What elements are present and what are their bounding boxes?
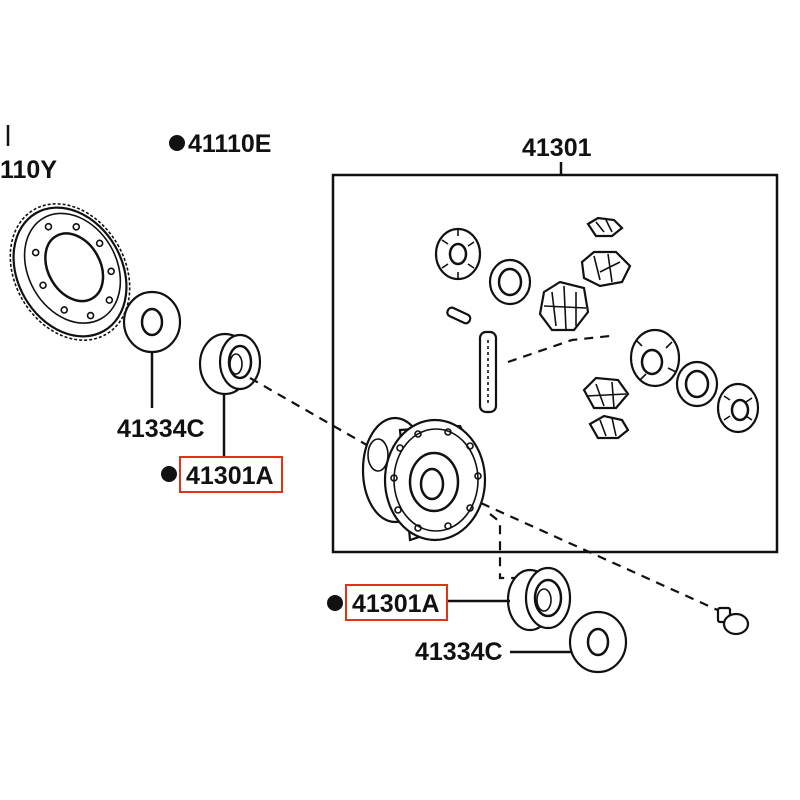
side-gear-right-drawing [629,328,681,388]
right-assembly-dashed-line [451,488,723,614]
lower-assembly-dashed-line [489,513,518,580]
bolt-drawing [716,606,750,636]
side-gear-upper-left-drawing [434,227,482,281]
ring-gear-marker-dot [169,135,185,151]
ring-gear-part-label[interactable]: 41110E [188,130,271,158]
left-assembly-dashed-line [249,377,373,449]
upper-washer-drawing [488,258,532,306]
right-bearing-part-label[interactable]: 41301A [352,590,440,618]
right-bearing-marker-dot [327,595,343,611]
ring-gear-drawing [9,203,131,341]
diff-assembly-part-label[interactable]: 41301 [522,134,592,162]
lower-pinion-spider-drawing [582,376,630,410]
lower-pinion-gear-drawing [588,414,630,440]
pin-dashed-line [507,334,611,364]
left-bearing-marker-dot [161,466,177,482]
side-gear-far-right-drawing [716,382,760,434]
partial-part-label: 110Y [0,156,57,184]
right-bearing-drawing [506,566,572,632]
right-washer-part-label[interactable]: 41334C [415,638,503,666]
right-thrust-washer-drawing [568,610,628,674]
left-bearing-highlight-box [179,456,283,493]
upper-pinion-spider-drawing [580,250,632,288]
left-thrust-washer-drawing [122,290,182,354]
assembly-box [331,173,779,554]
left-bearing-drawing [198,332,262,396]
spring-pin-drawing [446,306,472,325]
pinion-shaft-drawing [478,330,498,414]
right-bearing-highlight-box [345,584,448,621]
upper-pinion-gear-drawing [586,216,624,238]
left-bearing-part-label[interactable]: 41301A [186,462,274,490]
small-pinion-gear-drawing [538,280,590,332]
differential-case-drawing [361,416,487,542]
right-washer-drawing [675,360,719,408]
left-washer-part-label[interactable]: 41334C [117,415,205,443]
